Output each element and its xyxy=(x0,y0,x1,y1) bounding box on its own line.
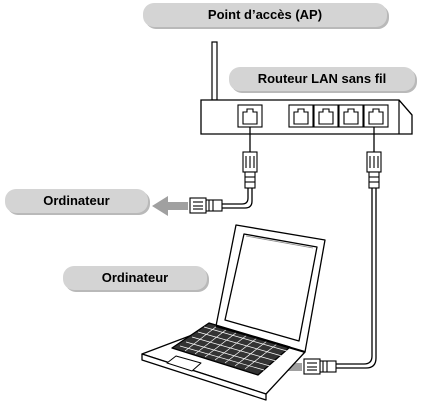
antenna-icon xyxy=(211,41,218,101)
wan-port-icon xyxy=(237,104,263,128)
router-label: Routeur LAN sans fil xyxy=(229,67,415,91)
desktop-computer-label: Ordinateur xyxy=(5,189,148,213)
router-connections xyxy=(249,127,375,152)
laptop-icon xyxy=(141,224,326,401)
lan-port-1-icon xyxy=(288,104,314,128)
lan-port-2-icon xyxy=(313,104,339,128)
ethernet-plug-icon xyxy=(366,151,382,189)
laptop-computer-label: Ordinateur xyxy=(63,266,207,290)
arrow-left-icon xyxy=(152,196,188,216)
ethernet-cable-desktop xyxy=(222,188,253,209)
lan-port-4-icon xyxy=(363,104,389,128)
ethernet-cable-laptop xyxy=(336,188,377,369)
access-point-label: Point d’accès (AP) xyxy=(143,3,387,27)
router-ports xyxy=(237,104,389,128)
ethernet-plug-icon xyxy=(189,197,223,214)
ethernet-plug-icon xyxy=(303,358,337,375)
ethernet-plug-icon xyxy=(242,151,258,189)
lan-port-3-icon xyxy=(338,104,364,128)
